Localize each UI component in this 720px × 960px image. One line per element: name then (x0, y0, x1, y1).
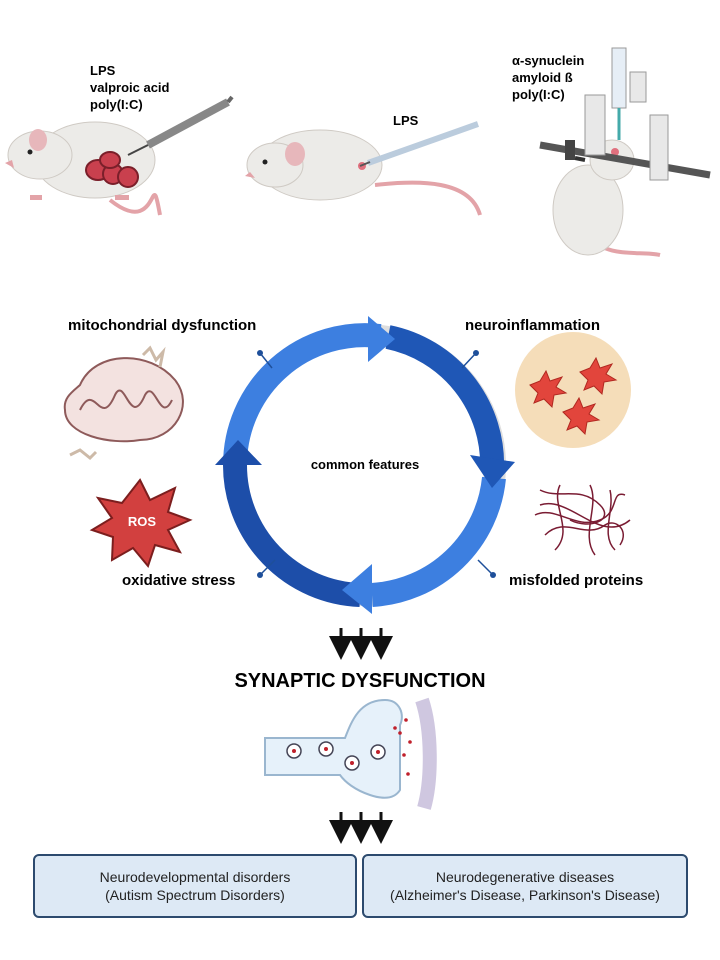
feature-oxidative-stress: oxidative stress (122, 572, 236, 589)
rat-right-treatments: α-synuclein amyloid ß poly(I:C) (512, 52, 584, 103)
outcome-subtitle: (Alzheimer's Disease, Parkinson's Diseas… (390, 887, 660, 903)
feature-misfolded-proteins: misfolded proteins (509, 572, 644, 589)
synaptic-dysfunction-title: SYNAPTIC DYSFUNCTION (234, 670, 486, 692)
outcome-title: Neurodevelopmental disorders (99, 869, 291, 885)
down-arrows-upper (329, 628, 393, 660)
feature-mitochondrial-dysfunction: mitochondrial dysfunction (68, 317, 257, 334)
ros-label: ROS (127, 514, 157, 529)
common-features-cycle (215, 316, 515, 614)
misfolded-protein-icon (534, 484, 631, 556)
rat-left-treatments: LPS valproic acid poly(I:C) (90, 62, 169, 113)
outcome-box-neurodegenerative: Neurodegenerative diseases (Alzheimer's … (362, 854, 688, 918)
mouse-center-illustration (245, 121, 482, 216)
treatment-label: LPS (393, 113, 419, 128)
treatment-label: amyloid ß (512, 70, 573, 85)
ros-burst-icon (89, 478, 193, 569)
cycle-center-label: common features (310, 457, 420, 472)
outcome-box-neurodevelopmental: Neurodevelopmental disorders (Autism Spe… (33, 854, 357, 918)
treatment-label: α-synuclein (512, 53, 585, 68)
synapse-illustration (264, 697, 437, 810)
outcome-title: Neurodegenerative diseases (435, 869, 615, 885)
treatment-label: poly(I:C) (90, 97, 143, 112)
treatment-label: valproic acid (90, 80, 170, 95)
treatment-label: poly(I:C) (512, 87, 565, 102)
mouse-center-treatments: LPS (393, 112, 418, 129)
rat-left-illustration (5, 95, 234, 216)
rat-right-stereotaxic-illustration (539, 47, 711, 257)
feature-neuroinflammation: neuroinflammation (465, 317, 601, 334)
treatment-label: LPS (90, 63, 116, 78)
mitochondrion-icon (63, 345, 184, 461)
down-arrows-lower (329, 812, 393, 844)
outcome-subtitle: (Autism Spectrum Disorders) (105, 887, 285, 903)
neuroinflammation-glia-icon (515, 332, 631, 448)
